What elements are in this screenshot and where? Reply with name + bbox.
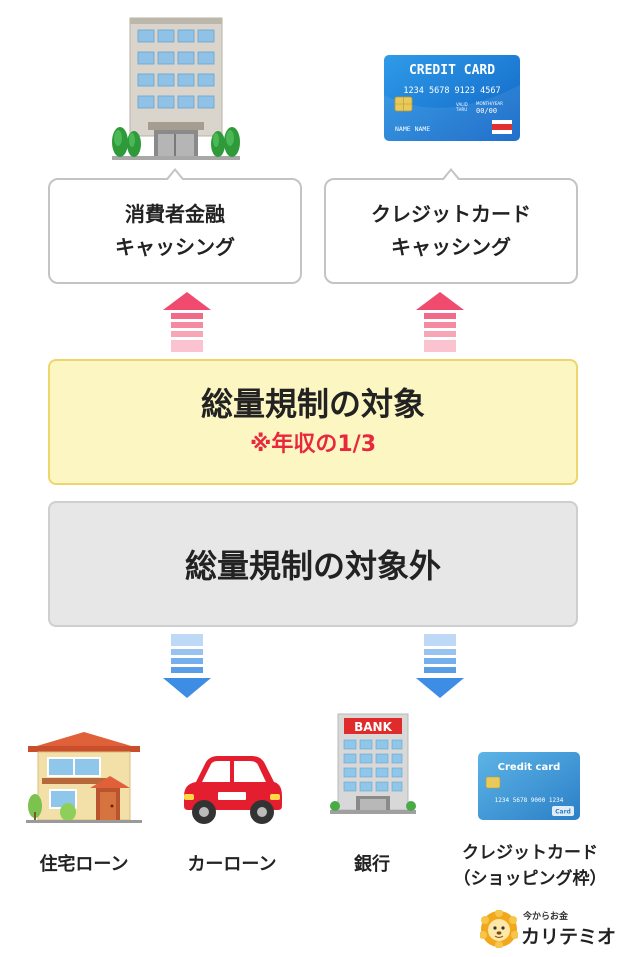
bank-building-icon: BANK (330, 713, 416, 814)
svg-text:00/00: 00/00 (476, 107, 497, 115)
bottom-card-brand-text: Credit card (498, 762, 561, 773)
bottom-card-number-text: 1234 5678 9000 1234 (495, 797, 564, 804)
regulated-title: 総量規制の対象 (200, 385, 425, 423)
house-icon (26, 732, 142, 823)
svg-text:THRU: THRU (455, 107, 467, 112)
car-loan-label: カーローン (187, 854, 277, 875)
blue-down-arrow-icon (163, 634, 211, 698)
consumer-finance-box: 消費者金融 キャッシング (48, 168, 302, 284)
svg-text:Card: Card (555, 809, 571, 816)
credit-card-label-line2: （ショッピング枠） (453, 869, 607, 889)
logo-name: カリテミオ (521, 926, 617, 948)
card-number-text: 1234 5678 9123 4567 (403, 86, 500, 96)
card-brand-text: CREDIT CARD (409, 63, 495, 78)
credit-card-cashing-box: クレジットカード キャッシング (324, 168, 578, 284)
not-regulated-title: 総量規制の対象外 (184, 547, 441, 585)
lion-mascot-icon (480, 910, 518, 948)
credit-card-cashing-line1: クレジットカード (371, 202, 531, 226)
regulated-note: ※年収の1/3 (249, 432, 377, 457)
svg-text:MONTH/YEAR: MONTH/YEAR (476, 101, 503, 106)
consumer-finance-line1: 消費者金融 (125, 202, 225, 226)
credit-card-shopping-label: クレジットカード （ショッピング枠） (440, 840, 620, 892)
bank-label: 銀行 (354, 854, 390, 875)
karitemio-logo: 今からお金 カリテミオ (478, 906, 618, 952)
shopping-credit-card-icon: Credit card 1234 5678 9000 1234 Card (478, 752, 580, 820)
office-building-icon (112, 17, 240, 160)
pink-up-arrow-icon (163, 292, 211, 352)
car-icon (184, 756, 282, 824)
not-regulated-box: 総量規制の対象外 (48, 501, 578, 627)
bank-sign-text: BANK (354, 720, 392, 734)
housing-loan-label: 住宅ローン (39, 854, 129, 875)
consumer-finance-line2: キャッシング (115, 235, 235, 259)
blue-down-arrow-icon (416, 634, 464, 698)
credit-card-cashing-line2: キャッシング (391, 235, 511, 259)
logo-tagline: 今からお金 (523, 912, 569, 922)
pink-up-arrow-icon (416, 292, 464, 352)
credit-card-label-line1: クレジットカード (462, 843, 598, 863)
svg-text:VALID: VALID (456, 102, 468, 107)
regulated-box: 総量規制の対象 ※年収の1/3 (48, 359, 578, 485)
credit-card-icon: CREDIT CARD 1234 5678 9123 4567 VALID TH… (384, 55, 520, 141)
card-holder-text: NAME NAME (395, 125, 430, 133)
